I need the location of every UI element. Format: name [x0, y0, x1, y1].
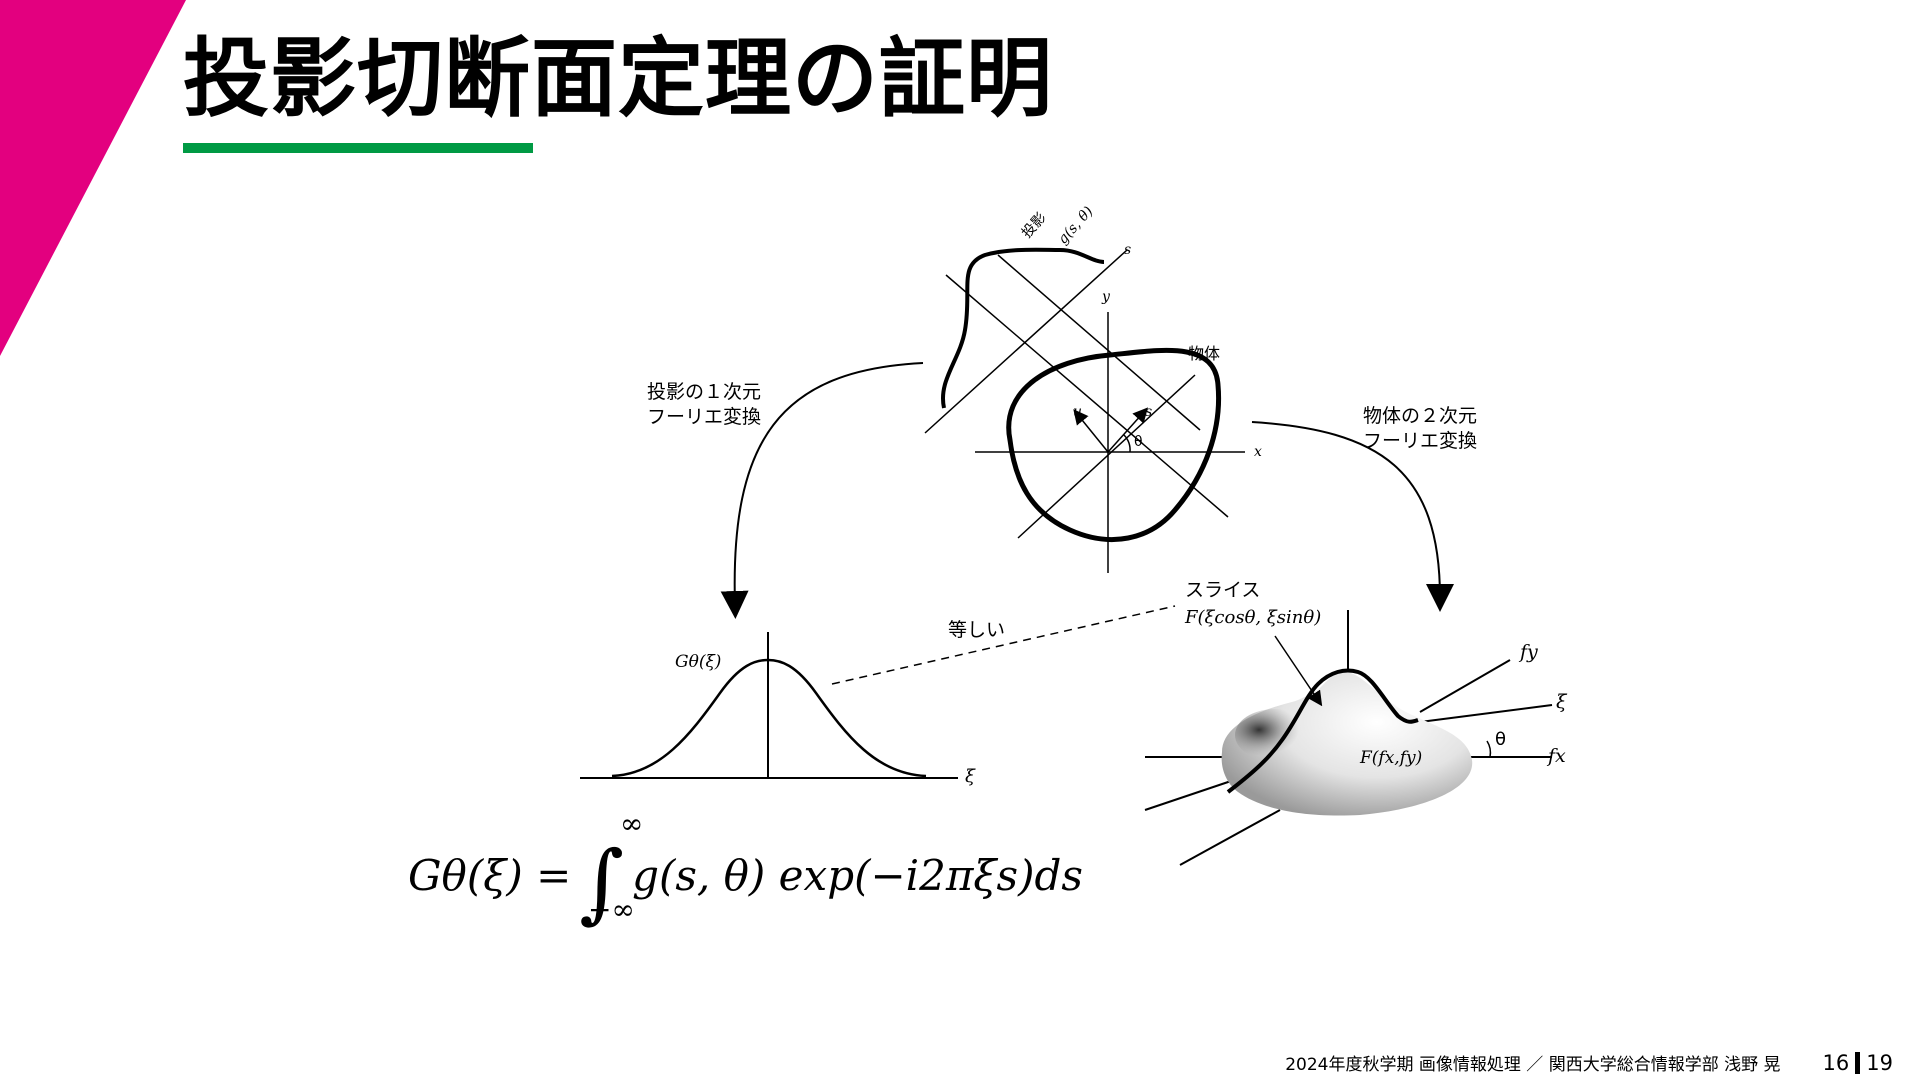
x-axis-label: x: [1254, 444, 1262, 460]
formula-lower-limit: −∞: [588, 893, 635, 926]
slide-footer: 2024年度秋学期 画像情報処理 ／ 関西大学総合情報学部 浅野 晃 16 19: [1285, 1050, 1893, 1076]
title-underline: [183, 143, 533, 153]
xi-axis-label: ξ: [965, 766, 975, 787]
slice-contour: [1226, 668, 1419, 794]
accent-triangle: [0, 0, 186, 356]
slice-label: スライス: [1185, 579, 1261, 601]
left-transform-arrow: [720, 362, 924, 619]
spectrum-surface: [1221, 672, 1473, 816]
s-axis: [924, 249, 1128, 434]
u-axis-label: u: [1073, 404, 1083, 420]
projection-ray: [997, 254, 1201, 431]
gaussian-curve: [611, 658, 927, 778]
object-contour: [1006, 347, 1222, 542]
fy-axis: [1419, 659, 1511, 713]
page-title: 投影切断面定理の証明: [183, 29, 1053, 129]
xi-label-right: ξ: [1556, 691, 1567, 713]
projection-curve: [940, 247, 1105, 409]
left-arrow-label-line2: フーリエ変換: [647, 406, 762, 428]
right-arrow-label-line2: フーリエ変換: [1363, 430, 1478, 452]
fy-label: fy: [1520, 641, 1538, 663]
integral-sign-icon: ∫: [579, 833, 625, 933]
two-dimensional-spectrum: [1144, 610, 1553, 866]
right-transform-arrow: [1251, 421, 1454, 612]
theta-label: θ: [1134, 434, 1143, 450]
object-label: 物体: [1188, 344, 1221, 363]
fourier-formula: Gθ(ξ) =∫∞−∞g(s, θ) exp(−i2πξs)ds: [408, 810, 1083, 927]
equal-label: 等しい: [948, 619, 1006, 641]
page-total: 19: [1866, 1050, 1893, 1075]
formula-lhs: Gθ(ξ) =: [408, 851, 572, 900]
left-arrow-label-line1: 投影の１次元: [647, 381, 762, 403]
s-axis-top-label: s: [1124, 242, 1132, 258]
s-axis-label: s: [1145, 404, 1153, 420]
formula-upper-limit: ∞: [620, 807, 644, 840]
footer-credit: 2024年度秋学期 画像情報処理 ／ 関西大学総合情報学部 浅野 晃: [1285, 1055, 1781, 1075]
equality-dashed-line: [831, 605, 1176, 685]
theta-right-label: θ: [1495, 729, 1507, 750]
xi-axis-right: [1419, 704, 1553, 723]
formula-integrand: g(s, θ) exp(−i2πξs)ds: [632, 851, 1083, 900]
one-dimensional-spectrum: [580, 632, 958, 779]
fx-label: fx: [1548, 745, 1566, 767]
slice-formula: F(ξcosθ, ξsinθ): [1185, 607, 1322, 628]
right-arrow-label-line1: 物体の２次元: [1363, 405, 1478, 427]
projection-ray: [945, 274, 1229, 518]
F-label: F(fx,fy): [1360, 748, 1423, 768]
page-number: 16: [1822, 1050, 1850, 1075]
y-axis-label: y: [1102, 289, 1110, 305]
g-theta-label: Gθ(ξ): [675, 652, 722, 672]
page-separator: [1855, 1051, 1861, 1074]
u-axis: [1017, 374, 1196, 539]
object-space-figure: [924, 247, 1245, 573]
